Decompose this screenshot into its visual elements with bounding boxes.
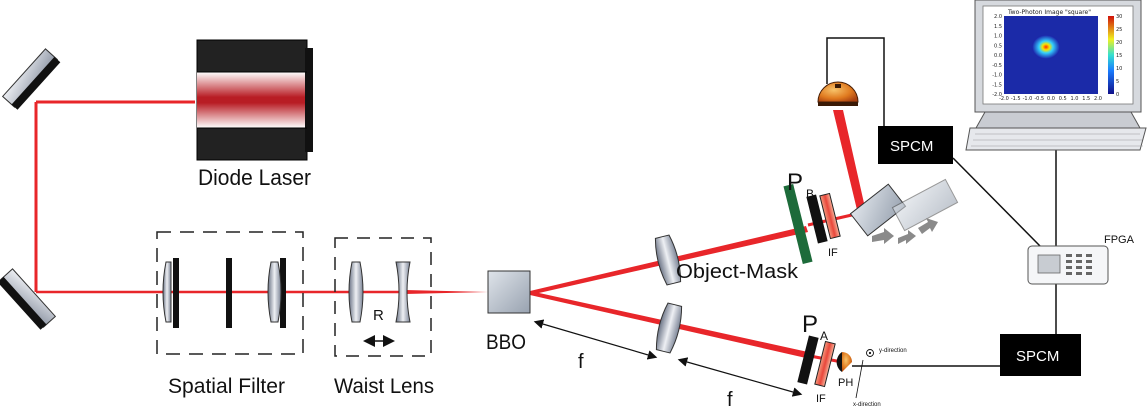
waist-lens [334,237,432,357]
colorbar-tick-label-6: 0 [1116,92,1119,98]
spatial-filter [156,231,304,355]
object-mask [783,183,813,265]
x-tick-label-2: -1.0 [1023,96,1033,102]
plot-spot [1032,35,1060,59]
x-tick-label-7: 1.5 [1082,96,1090,102]
y-tick-label-2: 1.0 [994,34,1002,40]
lens-lower [655,302,683,354]
r-label: R [373,307,384,324]
y-tick-label-1: 1.5 [994,24,1002,30]
x-tick-label-1: -1.5 [1011,96,1021,102]
x-tick-label-3: -0.5 [1034,96,1044,102]
cable-upper-detector [826,37,885,126]
mirror-top [1,48,61,110]
ph-label: PH [838,377,853,389]
interference-filter-lower [814,340,836,388]
spcm-top-label: SPCM [890,138,933,155]
x-tick-label-6: 1.0 [1071,96,1079,102]
y-tick-label-5: -0.5 [992,63,1002,69]
y-tick-label-0: 2.0 [994,14,1002,20]
f-upper-arrow [533,319,658,360]
y-direction-marker [866,349,874,357]
pa-label: P [802,311,818,338]
y-tick-label-4: 0.0 [994,53,1002,59]
y-direction-dot [868,351,872,355]
x-tick-label-0: -2.0 [999,96,1009,102]
scan-arrows [872,218,938,244]
pb-label: P [787,169,803,196]
diode-laser [196,39,313,161]
mirror-bottom [0,268,57,330]
fpga-label: FPGA [1104,234,1135,246]
y-tick-label-8: -2.0 [992,92,1002,98]
spcm-top: SPCM [878,126,953,164]
bbo-crystal [487,270,531,314]
y-tick-label-3: 0.5 [994,43,1002,49]
detector-upper [817,81,859,106]
colorbar-tick-label-2: 20 [1116,40,1122,46]
colorbar-tick-label-3: 15 [1116,53,1122,59]
cable-spcm-top-fpga [952,157,1041,247]
y-direction-label: y-direction [879,348,907,354]
x-direction-label: x-direction [853,402,881,408]
lens-upper [654,234,682,286]
pinhole-detector [836,352,852,372]
plot-colorbar-ticks: 30 25 20 15 10 5 0 [1116,14,1122,98]
f-upper-label: f [578,351,584,373]
fpga-unit [1027,245,1109,285]
waist-lens-label: Waist Lens [334,375,434,398]
spatial-filter-label: Spatial Filter [168,375,285,398]
monitor-plot: Two-Photon Image "square" -2.0-1.5-1.0-0… [992,9,1122,102]
pa-subscript: A [820,329,828,343]
plot-y-ticks: 2.0 1.5 1.0 0.5 0.0 -0.5 -1.0 -1.5 -2.0 [992,14,1002,98]
y-tick-label-6: -1.0 [992,73,1002,79]
if-lower-label: IF [816,393,826,405]
colorbar-tick-label-4: 10 [1116,66,1122,72]
object-mask-label: Object-Mask [676,261,799,283]
y-tick-label-7: -1.5 [992,82,1002,88]
scan-mirror-ghost [891,178,959,232]
polarizer-b [806,194,828,244]
colorbar-tick-label-5: 5 [1116,79,1119,85]
x-tick-label-5: 0.5 [1059,96,1067,102]
plot-colorbar [1108,16,1114,94]
colorbar-tick-label-0: 30 [1116,14,1122,20]
if-upper-label: IF [828,247,838,259]
spcm-bottom-label: SPCM [1016,348,1059,365]
bbo-label: BBO [486,331,526,354]
x-tick-label-8: 2.0 [1094,96,1102,102]
f-lower-label: f [727,389,733,411]
plot-title: Two-Photon Image "square" [1007,9,1091,16]
pb-subscript: B [806,187,814,201]
polarizer-a [797,335,819,385]
colorbar-tick-label-1: 25 [1116,27,1122,33]
x-tick-label-4: 0.0 [1047,96,1055,102]
f-lower-arrow [677,357,803,397]
scan-mirror [849,183,907,237]
diode-laser-label: Diode Laser [198,165,311,190]
interference-filter-upper [819,192,841,240]
spcm-bottom: SPCM [1000,334,1081,376]
